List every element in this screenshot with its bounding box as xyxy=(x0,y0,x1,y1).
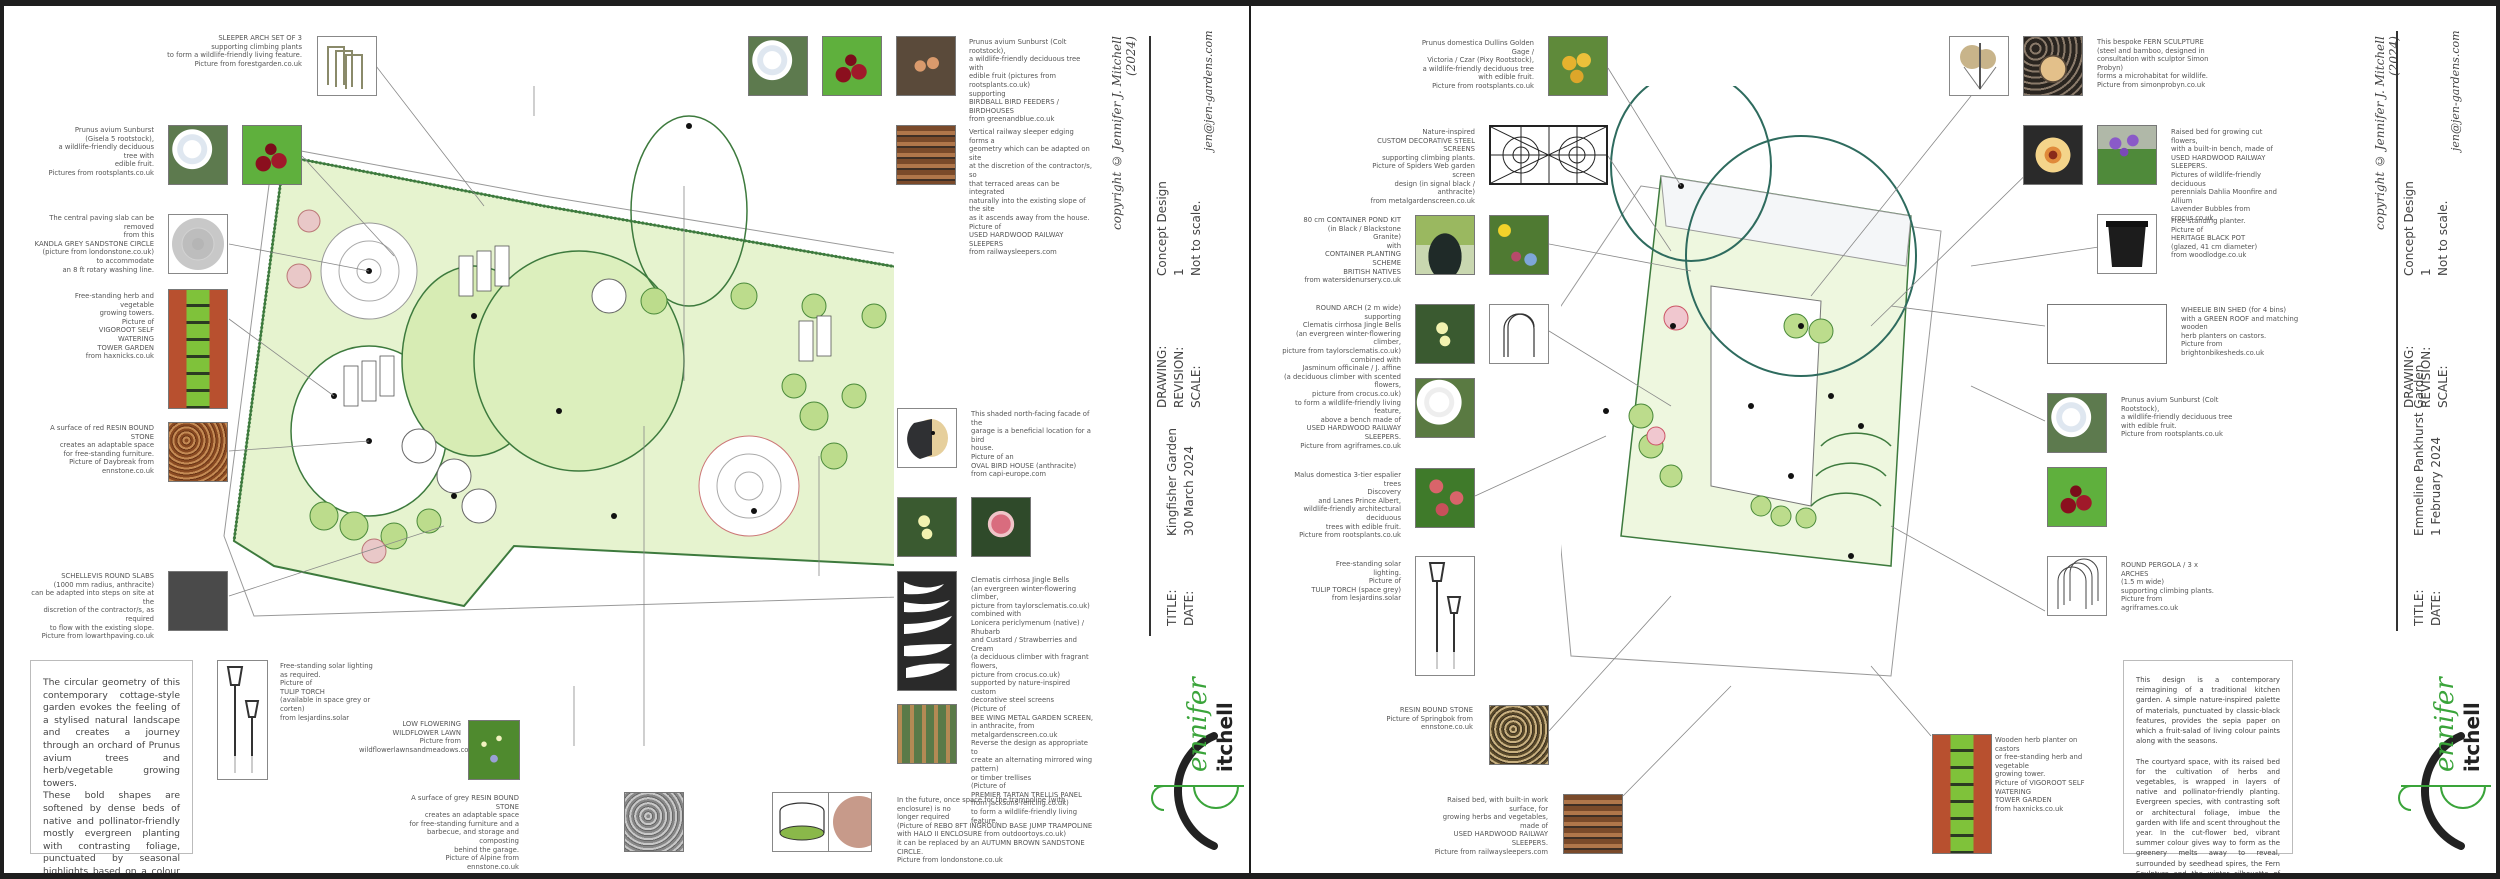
note-bin-shed: WHEELIE BIN SHED (for 4 bins) with a GRE… xyxy=(2181,306,2299,357)
cherry-blossom-photo xyxy=(748,36,808,96)
grey-sandstone-circle-icon xyxy=(168,214,228,274)
autumn-brown-circle-icon xyxy=(828,792,872,852)
title-block-title-labels: TITLE: DATE: xyxy=(1165,589,1196,626)
sleeper-arch-icon xyxy=(317,36,377,96)
note-grey-resin: A surface of grey RESIN BOUND STONE crea… xyxy=(409,794,519,871)
note-tulip-torch: Free-standing solar lighting as required… xyxy=(280,662,373,722)
birdball-photo xyxy=(896,36,956,96)
note-red-resin: A surface of red RESIN BOUND STONE creat… xyxy=(50,424,154,475)
wildflower-photo xyxy=(468,720,520,780)
clematis-photo xyxy=(1415,304,1475,364)
springbok-resin-photo xyxy=(1489,705,1549,765)
black-pot-icon xyxy=(2097,214,2157,274)
trellis-photo xyxy=(897,704,957,764)
honeysuckle-photo xyxy=(971,497,1031,557)
svg-text:itchell: itchell xyxy=(2460,702,2484,772)
red-resin-photo xyxy=(168,422,228,482)
native-planting-photo xyxy=(1489,215,1549,275)
note-herb-planter: Wooden herb planter on castors or free-s… xyxy=(1995,736,2085,813)
note-prunus-gisela: Prunus avium Sunburst (Gisela 5 rootstoc… xyxy=(48,126,154,177)
svg-text:itchell: itchell xyxy=(1213,702,1237,772)
leader-lines xyxy=(1474,67,2120,797)
note-black-pot: Free-standing planter. Picture of HERITA… xyxy=(2171,217,2258,260)
svg-text:ennifer: ennifer xyxy=(2430,676,2460,772)
note-sleeper-edging: Vertical railway sleeper edging forms a … xyxy=(969,128,1092,257)
bug-hotel-photo xyxy=(2023,36,2083,96)
jennifer-mitchell-logo: ennifer itchell xyxy=(2398,676,2491,850)
title-block-divider xyxy=(2396,31,2398,631)
email-text: jen@jen-gardens.com xyxy=(2449,30,2462,151)
note-bird-house: This shaded north-facing facade of the g… xyxy=(971,410,1091,479)
fern-sculpture-icon xyxy=(1949,36,2009,96)
anthracite-slab-photo xyxy=(168,571,228,631)
allium-photo xyxy=(2097,125,2157,185)
note-container-pond: 80 cm CONTAINER POND KIT (in Black / Bla… xyxy=(1303,216,1401,285)
design-description: This design is a contemporary reimaginin… xyxy=(2123,660,2293,873)
note-clematis-screens: Clematis cirrhosa Jingle Bells (an everg… xyxy=(971,576,1094,825)
note-steel-screens: Nature-inspired CUSTOM DECORATIVE STEEL … xyxy=(1370,128,1475,205)
green-roof-photo xyxy=(2047,304,2167,364)
title-block-values: Concept Design 1 Not to scale. xyxy=(1155,181,1203,276)
tulip-torch-icon xyxy=(217,660,268,780)
svg-text:ennifer: ennifer xyxy=(1183,676,1213,772)
note-raised-bed: Raised bed, with built-in work surface, … xyxy=(1434,796,1548,856)
note-tulip-torch: Free-standing solar lighting. Picture of… xyxy=(1311,560,1401,603)
design-description: The circular geometry of this contempora… xyxy=(30,660,193,873)
kingfisher-garden-sheet: SLEEPER ARCH SET OF 3 supporting climbin… xyxy=(4,6,1249,873)
pergola-icon xyxy=(2047,556,2107,616)
note-trampoline: In the future, once space for the trampo… xyxy=(897,796,1093,865)
oval-bird-house-icon xyxy=(897,408,957,468)
email-text: jen@jen-gardens.com xyxy=(1202,30,1215,151)
note-fern-sculpture: This bespoke FERN SCULPTURE (steel and b… xyxy=(2097,38,2209,89)
note-round-pergola: ROUND PERGOLA / 3 x ARCHES (1.5 m wide) … xyxy=(2121,561,2214,612)
cherry-blossom-photo xyxy=(168,125,228,185)
title-block-title-values: Kingfisher Garden 30 March 2024 xyxy=(1165,428,1196,536)
bee-wing-screen-icon xyxy=(897,571,957,691)
note-schellevis-slabs: SCHELLEVIS ROUND SLABS (1000 mm radius, … xyxy=(31,572,154,641)
jennifer-mitchell-logo: ennifer itchell xyxy=(1151,676,1244,850)
grey-resin-photo xyxy=(624,792,684,852)
jasmine-photo xyxy=(1415,378,1475,438)
round-arch-icon xyxy=(1489,304,1549,364)
emmeline-garden-plan xyxy=(1561,86,1942,677)
note-prunus-avium: Prunus avium Sunburst (Colt Rootstock), … xyxy=(2121,396,2233,439)
title-block-title-values: Emmeline Pankhurst Garden 1 February 202… xyxy=(2412,364,2443,536)
note-malus-espalier: Malus domestica 3-tier espalier trees Di… xyxy=(1294,471,1401,540)
cherries-photo xyxy=(242,125,302,185)
cherries-photo xyxy=(2047,467,2107,527)
note-cut-flower-bed: Raised bed for growing cut flowers, with… xyxy=(2171,128,2277,222)
note-wildflower-lawn: LOW FLOWERING WILDFLOWER LAWN Picture fr… xyxy=(359,720,476,754)
apples-photo xyxy=(1415,468,1475,528)
title-block-values: Concept Design 1 Not to scale. xyxy=(2402,181,2450,276)
trampoline-icon xyxy=(772,792,832,852)
tower-garden-photo xyxy=(168,289,228,409)
title-block-divider xyxy=(1149,36,1151,636)
note-prunus-domestica: Prunus domestica Dullins Golden Gage / V… xyxy=(1421,39,1534,90)
golden-gage-photo xyxy=(1548,36,1608,96)
note-resin-springbok: RESIN BOUND STONE Picture of Springbok f… xyxy=(1386,706,1473,732)
railway-sleepers-photo xyxy=(896,125,956,185)
note-sleeper-arch: SLEEPER ARCH SET OF 3 supporting climbin… xyxy=(167,34,302,68)
note-round-arch: ROUND ARCH (2 m wide) supporting Clemati… xyxy=(1282,304,1401,450)
cherry-blossom-photo xyxy=(2047,393,2107,453)
cherries-photo xyxy=(822,36,882,96)
emmeline-pankhurst-garden-sheet: Prunus domestica Dullins Golden Gage / V… xyxy=(1251,6,2496,873)
title-block-title-labels: TITLE: DATE: xyxy=(2412,589,2443,626)
note-prunus-colt: Prunus avium Sunburst (Colt rootstock), … xyxy=(969,38,1081,124)
leader-lines xyxy=(228,65,820,746)
spiders-web-screen-icon xyxy=(1489,125,1608,185)
container-pond-photo xyxy=(1415,215,1475,275)
tulip-torch-icon xyxy=(1415,556,1475,676)
copyright-text: copyright © Jennifer J. Mitchell (2024) xyxy=(1110,36,1138,230)
note-kandla-circle: The central paving slab can be removed f… xyxy=(34,214,154,274)
tower-garden-photo xyxy=(1932,734,1992,854)
dahlia-photo xyxy=(2023,125,2083,185)
note-tower-garden: Free-standing herb and vegetable growing… xyxy=(74,292,154,361)
kingfisher-garden-plan xyxy=(223,115,894,617)
clematis-photo xyxy=(897,497,957,557)
railway-sleepers-photo xyxy=(1563,794,1623,854)
